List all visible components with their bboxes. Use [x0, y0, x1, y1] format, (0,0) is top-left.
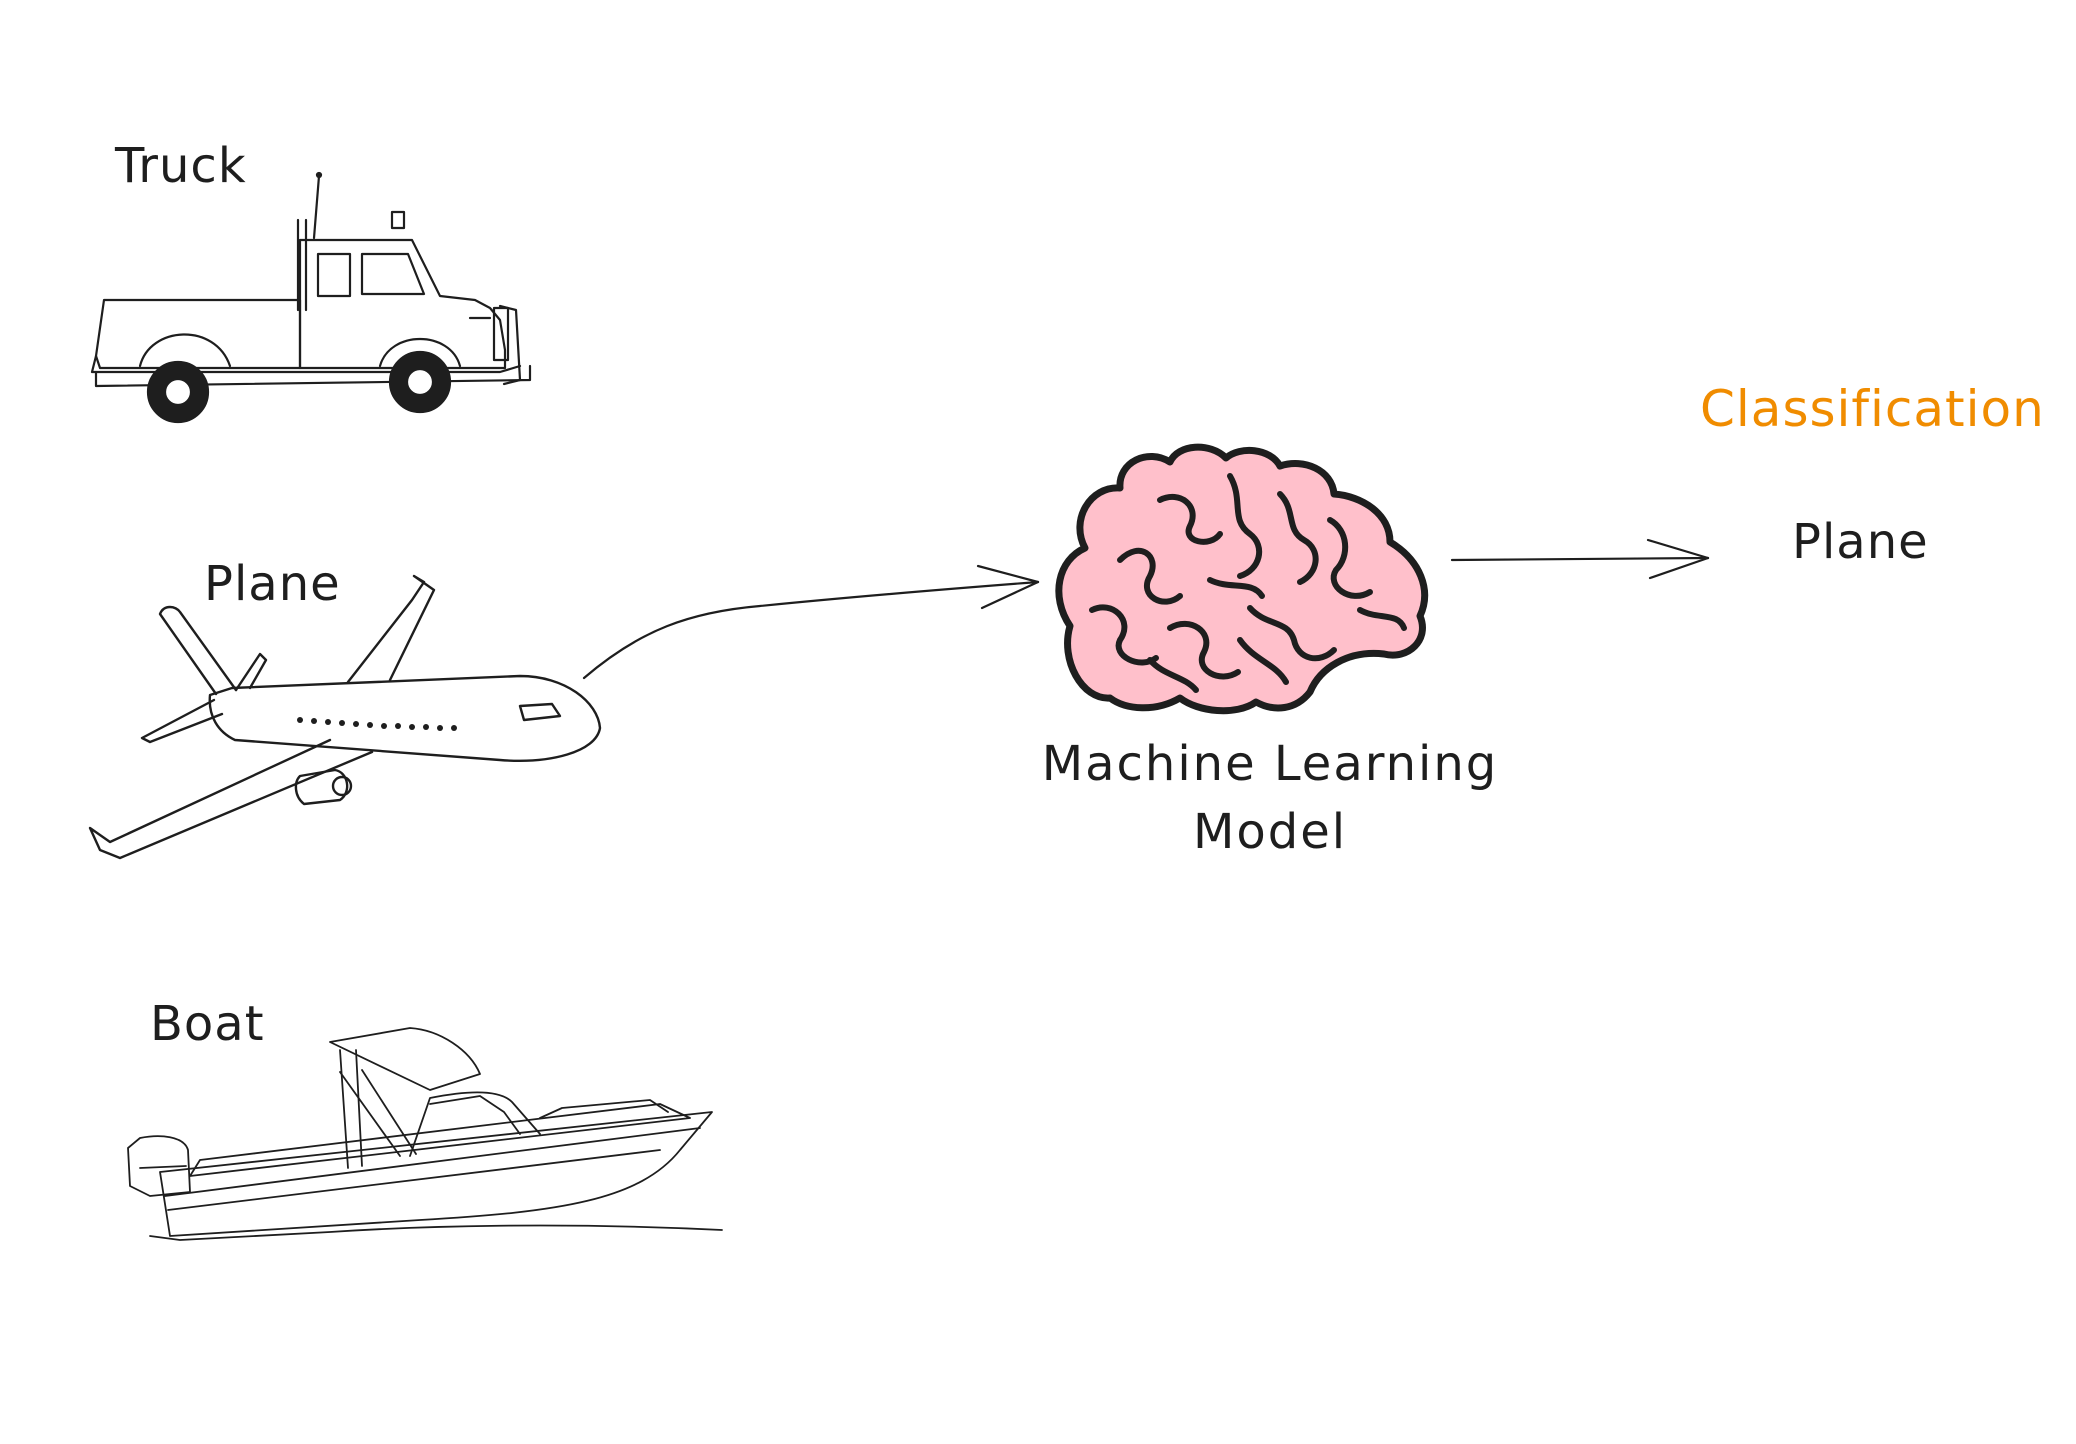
classification-title: Classification	[1700, 380, 2045, 438]
truck-label: Truck	[115, 138, 247, 194]
boat-label: Boat	[150, 996, 265, 1052]
classification-result: Plane	[1792, 514, 1929, 570]
model-label: Machine Learning Model	[1041, 736, 1499, 861]
plane-label: Plane	[204, 556, 341, 612]
